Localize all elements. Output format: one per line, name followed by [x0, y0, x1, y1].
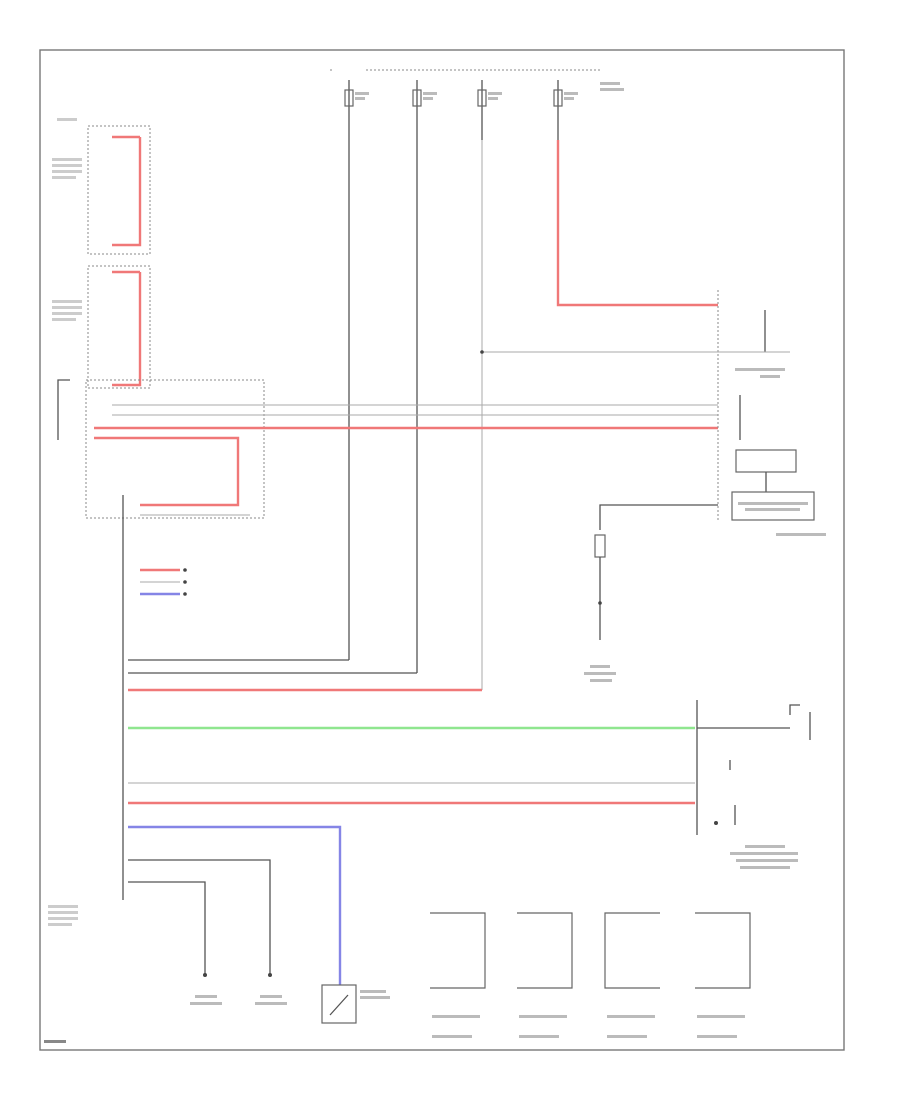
fuse-4 [553, 80, 624, 140]
switch-block [696, 700, 811, 869]
lower-left-harness [48, 495, 695, 985]
fuse-3 [477, 80, 502, 140]
fuse-2 [412, 80, 437, 140]
combination-meter [480, 290, 826, 682]
ground-points [190, 973, 287, 1005]
wheel-sensor-2 [517, 912, 573, 1038]
upper-left-modules [52, 118, 151, 389]
wheel-sensor-3 [604, 912, 660, 1038]
diagram-code-mark [44, 1040, 66, 1043]
main-connector [57, 379, 718, 519]
diagram-frame [39, 49, 845, 1051]
wheel-sensors [430, 912, 751, 1038]
wheel-sensor-1 [430, 912, 486, 1038]
bottom-sensor [321, 984, 390, 1024]
fuse-1 [332, 64, 369, 140]
wheel-sensor-4 [695, 912, 751, 1038]
fuse-sources [330, 64, 624, 140]
